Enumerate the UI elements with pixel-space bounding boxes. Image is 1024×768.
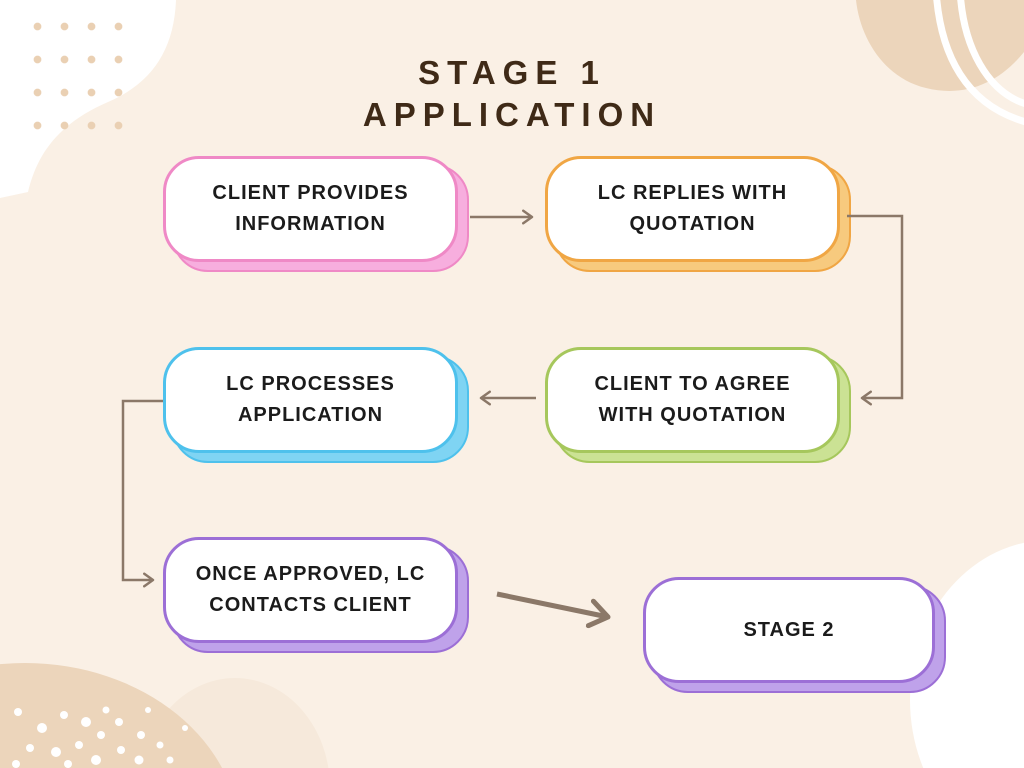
box-label-line: QUOTATION	[629, 213, 756, 235]
box-lc-replies-with-quotation: LC REPLIES WITH QUOTATION	[545, 156, 851, 272]
title-line-2: APPLICATION	[362, 96, 662, 133]
box-client-to-agree-with-quotation: CLIENT TO AGREE WITH QUOTATION	[545, 347, 851, 463]
box-face: LC PROCESSES APPLICATION	[163, 347, 458, 453]
title-line-1: STAGE 1	[418, 54, 606, 91]
box-face: CLIENT PROVIDES INFORMATION	[163, 156, 458, 262]
box-label-line: INFORMATION	[235, 213, 386, 235]
box-label-line: CONTACTS CLIENT	[209, 594, 412, 616]
arrow-box5-to-stage2	[496, 591, 611, 629]
arrow-box2-to-box3	[847, 214, 904, 406]
box-face: CLIENT TO AGREE WITH QUOTATION	[545, 347, 840, 453]
scatter-dots-decor	[12, 706, 188, 768]
box-face: ONCE APPROVED, LC CONTACTS CLIENT	[163, 537, 458, 643]
box-stage-2: STAGE 2	[643, 577, 946, 693]
arrow-box4-to-box5	[121, 399, 163, 588]
box-once-approved-lc-contacts-client: ONCE APPROVED, LC CONTACTS CLIENT	[163, 537, 469, 653]
box-label-line: APPLICATION	[237, 404, 384, 426]
box-label-line: ONCE APPROVED, LC	[195, 563, 426, 585]
box-face: STAGE 2	[643, 577, 935, 683]
page-title: STAGE 1 APPLICATION	[0, 52, 1024, 136]
box-label-line: CLIENT PROVIDES	[212, 182, 409, 204]
box-label-line: LC REPLIES WITH	[597, 182, 788, 204]
box-client-provides-information: CLIENT PROVIDES INFORMATION	[163, 156, 469, 272]
box-face: LC REPLIES WITH QUOTATION	[545, 156, 840, 262]
light-blob-shape	[141, 678, 329, 768]
box-lc-processes-application: LC PROCESSES APPLICATION	[163, 347, 469, 463]
tan-blob-shape	[0, 663, 223, 768]
box-label-line: LC PROCESSES	[226, 373, 395, 395]
box-label-line: CLIENT TO AGREE	[594, 373, 791, 395]
box-label-line: WITH QUOTATION	[598, 404, 787, 426]
box-label-line: STAGE 2	[743, 618, 835, 641]
